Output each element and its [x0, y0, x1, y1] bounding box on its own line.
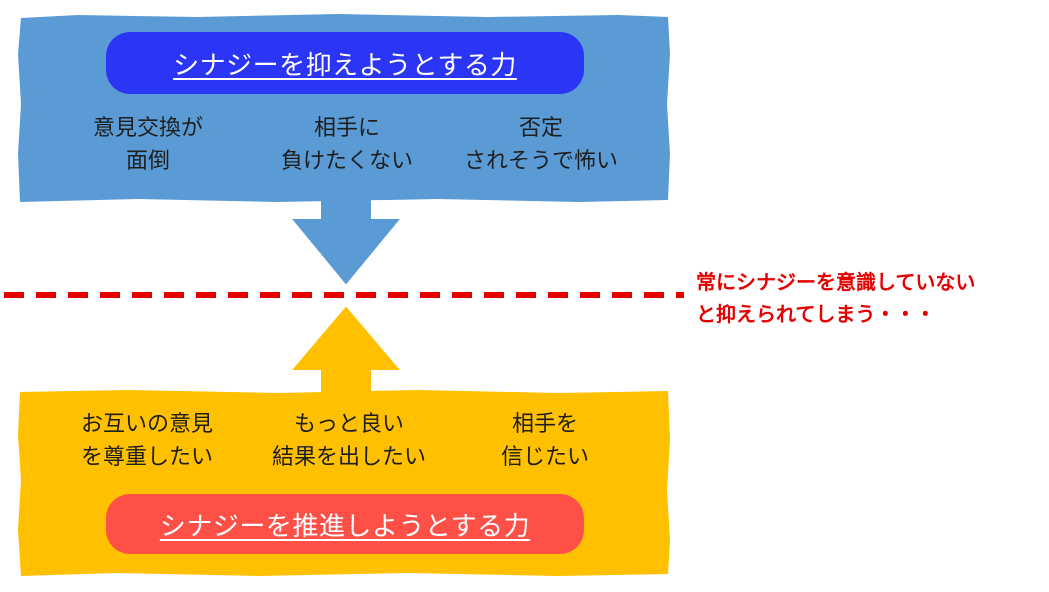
suppressing-force-title: シナジーを抑えようとする力: [106, 32, 584, 94]
promoting-item-1: お互いの意見 を尊重したい: [80, 412, 213, 470]
promoting-force-title: シナジーを推進しようとする力: [106, 494, 584, 554]
promoting-item-3: 相手を 信じたい: [500, 412, 589, 470]
down-arrow: [287, 195, 405, 288]
promoting-item-2: もっと良い 結果を出したい: [271, 412, 426, 470]
warning-note: 常にシナジーを意識していない と抑えられてしまう・・・: [696, 270, 976, 326]
suppressing-item-1: 意見交換が 面倒: [92, 116, 203, 174]
up-arrow: [287, 303, 405, 397]
promoting-force-panel: お互いの意見 を尊重したい もっと良い 結果を出したい 相手を 信じたい シナジ…: [18, 390, 670, 576]
suppressing-force-panel: シナジーを抑えようとする力 意見交換が 面倒 相手に 負けたくない 否定 されそ…: [18, 14, 670, 202]
suppressing-item-3: 否定 されそうで怖い: [463, 116, 618, 174]
suppressing-item-2: 相手に 負けたくない: [280, 116, 413, 174]
